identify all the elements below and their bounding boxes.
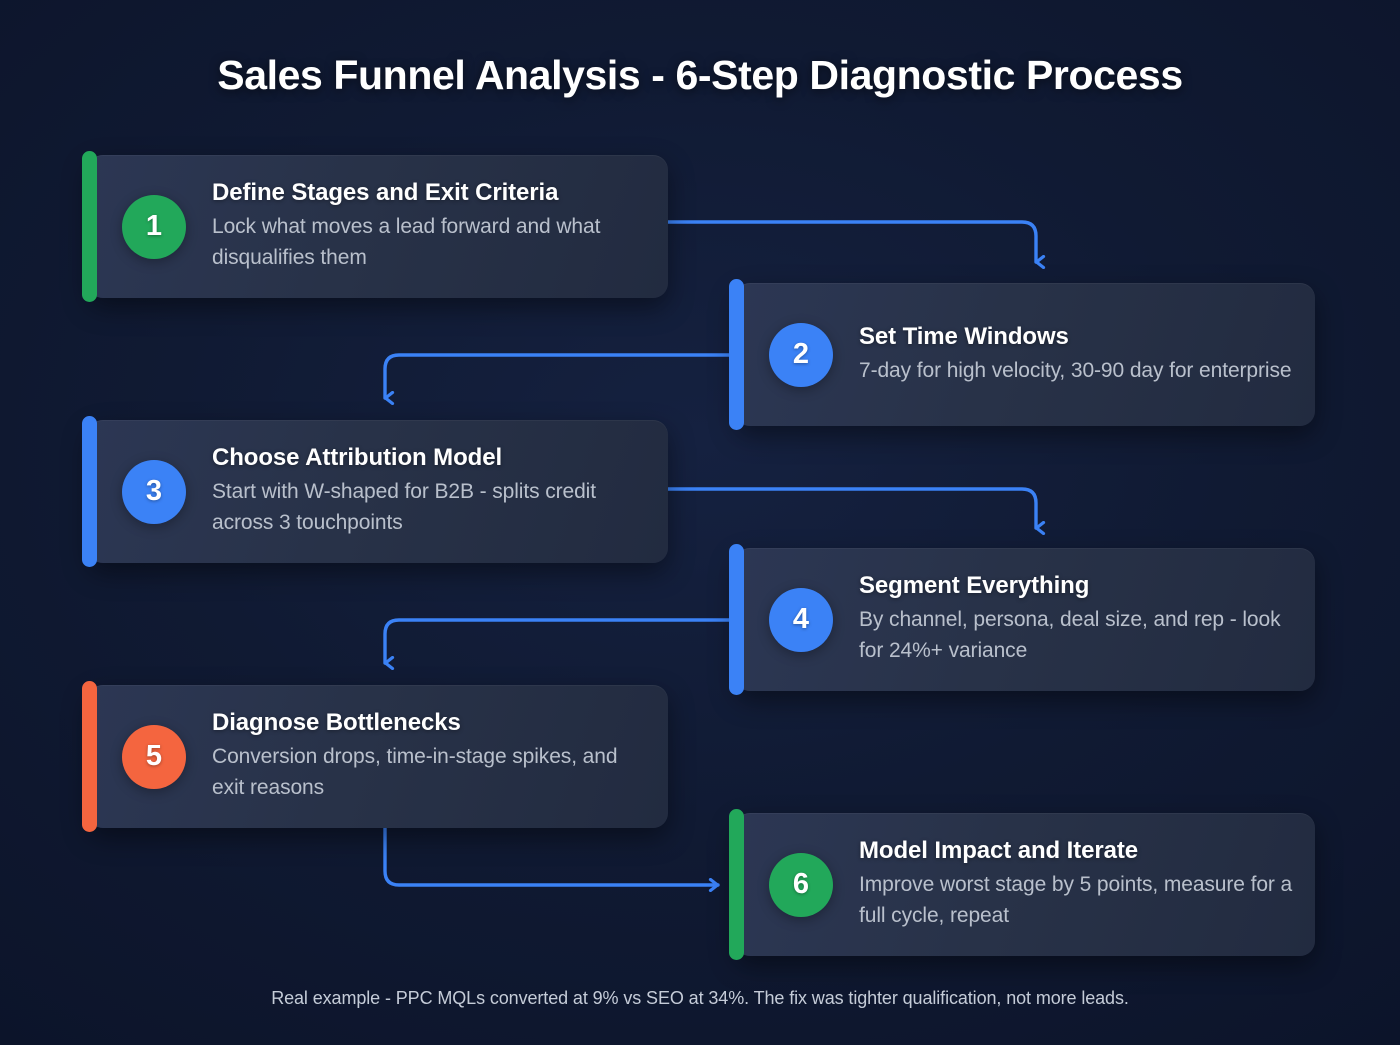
step-description-1: Lock what moves a lead forward and what … xyxy=(212,215,601,269)
connector-5-to-6 xyxy=(383,826,720,885)
step-title-2: Set Time Windows xyxy=(859,322,1069,350)
step-text-6: Model Impact and Iterate Improve worst s… xyxy=(859,837,1293,931)
step-text-2: Set Time Windows 7-day for high velocity… xyxy=(859,322,1292,386)
step-accent-bar-5 xyxy=(82,681,97,832)
step-title-5: Diagnose Bottlenecks xyxy=(212,709,461,737)
footer-note: Real example - PPC MQLs converted at 9% … xyxy=(271,988,1129,1008)
step-text-5: Diagnose Bottlenecks Conversion drops, t… xyxy=(212,709,646,803)
step-description-3: Start with W-shaped for B2B - splits cre… xyxy=(212,480,596,534)
step-description-6: Improve worst stage by 5 points, measure… xyxy=(859,873,1293,927)
step-text-3: Choose Attribution Model Start with W-sh… xyxy=(212,444,646,538)
step-description-5: Conversion drops, time-in-stage spikes, … xyxy=(212,745,618,799)
step-card-3[interactable]: 3 Choose Attribution Model Start with W-… xyxy=(82,416,668,567)
step-accent-bar-2 xyxy=(729,279,744,430)
step-title-1: Define Stages and Exit Criteria xyxy=(212,179,559,207)
step-card-2[interactable]: 2 Set Time Windows 7-day for high veloci… xyxy=(729,279,1315,430)
step-card-5[interactable]: 5 Diagnose Bottlenecks Conversion drops,… xyxy=(82,681,668,832)
step-description-4: By channel, persona, deal size, and rep … xyxy=(859,608,1281,662)
step-card-1[interactable]: 1 Define Stages and Exit Criteria Lock w… xyxy=(82,151,668,302)
step-accent-bar-3 xyxy=(82,416,97,567)
page-title: Sales Funnel Analysis - 6-Step Diagnosti… xyxy=(217,52,1183,98)
step-number-badge-2: 2 xyxy=(769,322,833,387)
step-accent-bar-1 xyxy=(82,151,97,302)
step-number-badge-5: 5 xyxy=(122,724,186,789)
step-card-6[interactable]: 6 Model Impact and Iterate Improve worst… xyxy=(729,809,1315,960)
step-description-2: 7-day for high velocity, 30-90 day for e… xyxy=(859,358,1292,382)
connector-4-to-5 xyxy=(383,618,737,663)
step-title-3: Choose Attribution Model xyxy=(212,444,503,472)
step-title-4: Segment Everything xyxy=(859,572,1090,600)
connector-2-to-3 xyxy=(383,353,737,398)
step-accent-bar-6 xyxy=(729,809,744,960)
step-title-6: Model Impact and Iterate xyxy=(859,837,1138,865)
step-accent-bar-4 xyxy=(729,544,744,695)
step-text-4: Segment Everything By channel, persona, … xyxy=(859,572,1293,666)
step-number-badge-1: 1 xyxy=(122,194,186,259)
step-text-1: Define Stages and Exit Criteria Lock wha… xyxy=(212,179,646,273)
step-number-badge-3: 3 xyxy=(122,459,186,524)
step-card-4[interactable]: 4 Segment Everything By channel, persona… xyxy=(729,544,1315,695)
step-number-badge-6: 6 xyxy=(769,852,833,917)
connector-3-to-4 xyxy=(666,487,1036,528)
connector-1-to-2 xyxy=(666,220,1036,262)
step-number-badge-4: 4 xyxy=(769,587,833,652)
